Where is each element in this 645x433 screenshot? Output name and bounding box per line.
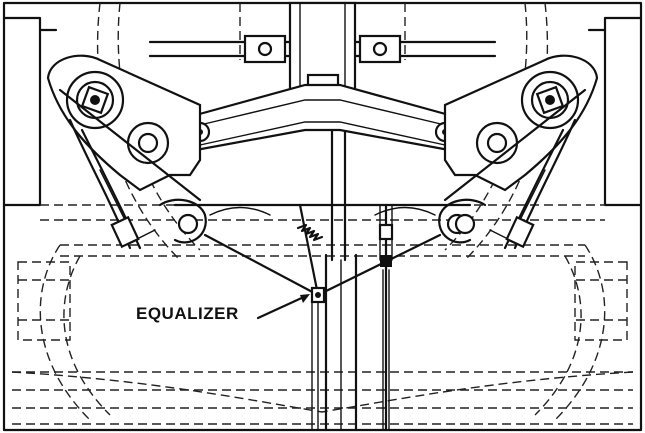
right-bellcrank	[438, 54, 599, 250]
return-spring	[296, 203, 324, 297]
brake-cables	[203, 233, 442, 431]
equalizer-arrowhead	[300, 294, 310, 303]
dashed-underbody-outline	[11, 2, 634, 425]
equalizer-clevis	[310, 286, 326, 304]
equalizer-leader-line	[256, 294, 308, 320]
cross-tube	[148, 34, 497, 64]
adjuster-rod	[378, 203, 394, 432]
left-frame-rail	[2, 16, 58, 207]
equalizer-bar	[173, 83, 472, 154]
crossmember	[173, 203, 476, 235]
right-frame-rail	[587, 16, 643, 207]
center-column	[288, 1, 358, 432]
equalizer-label: EQUALIZER	[136, 304, 239, 323]
left-bellcrank	[46, 54, 207, 250]
